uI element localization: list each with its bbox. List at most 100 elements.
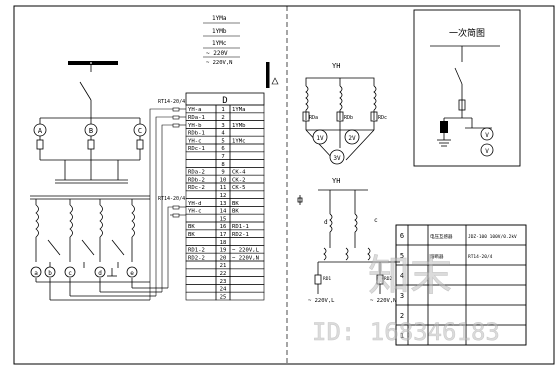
primary-meter-label: V	[485, 132, 489, 139]
title-row-number: 2	[400, 312, 404, 320]
terminal-label: a	[34, 270, 38, 277]
phase-meters: A B C	[33, 123, 147, 137]
meter-label: A	[38, 127, 43, 135]
ammeter-c-icon	[133, 123, 147, 137]
terminal-row: RDc-1 6	[185, 143, 265, 152]
terminal-num: 4	[221, 131, 225, 137]
terminal-num: 17	[220, 232, 227, 238]
yh2-terminal: d	[324, 219, 328, 226]
terminal-num: 22	[220, 271, 227, 277]
primary-meter-label: V	[485, 148, 489, 155]
voltmeter-icon	[312, 129, 328, 145]
drawing-border	[13, 5, 555, 365]
lower-fuse-group	[172, 205, 180, 218]
primary-schematic-box: 一次简图 V V	[413, 9, 521, 167]
left-schematic	[30, 61, 168, 301]
terminal-num: 8	[221, 162, 225, 168]
terminal-num: 15	[220, 216, 227, 222]
terminal-left: RDa-1	[188, 115, 205, 121]
terminal-num: 14	[220, 209, 227, 215]
terminal-right: CK-4	[232, 170, 246, 176]
terminal-left: RD1-2	[188, 248, 205, 254]
yh-label: YH	[332, 62, 340, 70]
terminal-left: YH-c	[188, 138, 201, 144]
terminal-right: BK	[232, 209, 239, 215]
bus-label-block: 1YMa 1YMb 1YMc ~ 220V ~ 220V,N	[203, 15, 240, 66]
yh-schematic	[302, 77, 378, 161]
secondary-terminals: a b c d e	[30, 266, 138, 278]
right-rd-label: RD2	[384, 276, 392, 282]
left-rd-label: RD1	[323, 276, 331, 282]
left-supply-label: ~ 220V,L	[308, 298, 335, 304]
terminal-row: YH-c 14 BK	[185, 206, 265, 215]
voltmeter-group: 1V 2V 3V	[312, 129, 360, 165]
terminal-num: 21	[220, 263, 227, 269]
right-supply-label: ~ 220V,N	[370, 298, 397, 304]
terminal-num: 1	[221, 107, 224, 113]
bus-label: 1YMa	[212, 15, 227, 22]
terminal-num: 5	[221, 138, 224, 144]
voltmeter-label: 1V	[316, 135, 324, 142]
terminal-label: e	[130, 270, 134, 277]
fuse-label-upper: RT14-20/4	[158, 99, 185, 105]
terminal-row: RDa-2 9 CK-4	[185, 167, 265, 176]
terminal-right: RD1-1	[232, 224, 249, 230]
terminal-row: 22	[185, 268, 265, 277]
ground-arrow-icon	[271, 77, 279, 85]
title-block-row: 6 电压互感器 JDZ-100 100V/0.2kV	[395, 224, 527, 246]
terminal-right: 1YMc	[232, 138, 245, 144]
title-row-spec: JDZ-100 100V/0.2kV	[468, 234, 517, 240]
bus-label: ~ 220V,N	[206, 60, 233, 66]
terminal-left: RDb-1	[188, 131, 205, 137]
rd-label: RDa	[309, 115, 318, 121]
terminal-num: 9	[221, 170, 224, 176]
terminal-left: BK	[188, 232, 195, 238]
title-row-number: 4	[400, 272, 404, 280]
title-block-row: 1	[395, 324, 527, 346]
yh2-schematic	[297, 189, 400, 294]
terminal-num: 20	[220, 255, 227, 261]
watermark: 知末 ID: 168346183	[312, 251, 500, 347]
terminal-left: BK	[188, 224, 195, 230]
ammeter-a-icon	[33, 123, 47, 137]
terminal-num: 18	[220, 240, 227, 246]
yh2-label: YH	[332, 177, 340, 185]
terminal-row: 8	[185, 159, 265, 168]
title-row-number: 5	[400, 252, 404, 260]
title-row-name: 熔断器	[430, 253, 444, 260]
terminal-right: 1YMa	[232, 107, 245, 113]
title-row-spec: RT14-20/4	[468, 254, 493, 260]
terminal-left: YH-c	[188, 209, 201, 215]
voltmeter-label: 3V	[333, 155, 341, 162]
title-row-name: 电压互感器	[430, 233, 453, 240]
yh2-terminal: c	[374, 217, 378, 224]
terminal-num: 23	[220, 279, 227, 285]
fuse-label-lower: RT14-20/4	[158, 196, 185, 202]
terminal-num: 3	[221, 123, 224, 129]
terminal-right: CK-2	[232, 177, 245, 183]
voltmeter-label: 2V	[348, 135, 356, 142]
terminal-row: 23	[185, 276, 265, 285]
terminal-left: RDc-1	[188, 146, 205, 152]
terminal-wires	[149, 108, 186, 300]
meter-label: C	[138, 127, 142, 135]
terminal-num: 24	[220, 287, 227, 293]
terminal-right: ~ 220V,L	[232, 248, 260, 254]
terminal-left: RDa-2	[188, 170, 205, 176]
terminal-num: 25	[220, 294, 227, 300]
title-row-number: 6	[400, 232, 404, 240]
terminal-row: 18	[185, 237, 265, 246]
bus-label: 1YMc	[212, 40, 227, 47]
terminal-num: 6	[221, 146, 224, 152]
